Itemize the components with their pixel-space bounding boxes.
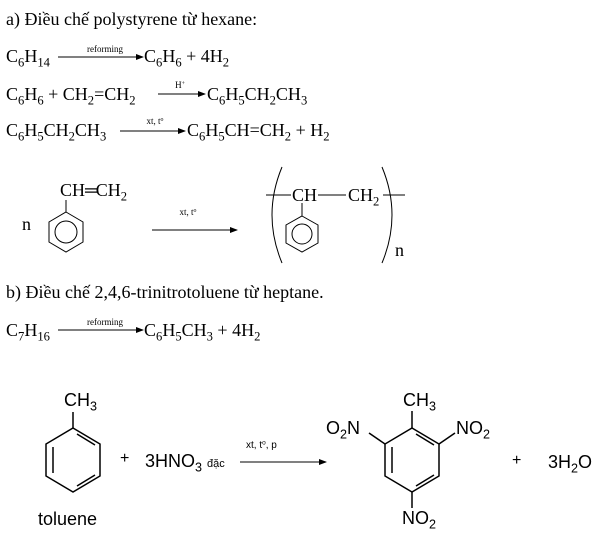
polymer-condition: xt, to — [179, 207, 197, 217]
eq-b1-condition: reforming — [87, 317, 123, 327]
eq-a3-condition: xt, to — [146, 116, 164, 126]
plus-sign-2: + — [512, 452, 522, 469]
eq-a2-reactants: C6H6 + CH2=CH2 — [6, 84, 136, 108]
tnt-benzene-ring — [368, 411, 456, 508]
tnt-no2-left: O2N — [326, 418, 361, 442]
toluene-ch3: CH3 — [64, 390, 98, 414]
part-b-heading: b) Điều chế 2,4,6-trinitrotoluene từ hep… — [6, 282, 324, 302]
eq-a2-condition: H+ — [175, 80, 185, 90]
polymer-unit-ch: CH — [292, 185, 318, 205]
styrene-benzene-ring — [48, 200, 84, 253]
eq-b1-reactant: C7H16 — [6, 320, 50, 344]
tnt-condition: xt, to, p — [246, 439, 277, 451]
tnt-no2-right: NO2 — [456, 418, 491, 442]
eq-a3-reactant: C6H5CH2CH3 — [6, 120, 107, 144]
eq-a2-product: C6H5CH2CH3 — [207, 84, 308, 108]
nitric-acid: 3HNO3 đặc — [145, 451, 225, 475]
eq-a1-products: C6H6 + 4H2 — [144, 46, 230, 70]
polymer-coefficient: n — [22, 214, 31, 234]
tnt-no2-bottom: NO2 — [402, 508, 437, 532]
polymer-subscript-n: n — [395, 240, 404, 260]
polymer-unit-ch2: CH2 — [348, 185, 380, 209]
toluene-name: toluene — [38, 509, 98, 529]
styrene-vinyl-group: CH═CH2 — [60, 180, 128, 204]
eq-b1-products: C6H5CH3 + 4H2 — [144, 320, 261, 344]
water: 3H2O — [548, 452, 593, 476]
polymer-repeat-unit — [266, 166, 405, 264]
part-a-heading: a) Điều chế polystyrene từ hexane: — [6, 9, 258, 29]
eq-a1-condition: reforming — [87, 44, 123, 54]
toluene-benzene-ring — [45, 412, 101, 493]
tnt-ch3: CH3 — [403, 390, 437, 414]
eq-a3-products: C6H5CH=CH2 + H2 — [187, 120, 330, 144]
eq-a1-reactant: C6H14 — [6, 46, 50, 70]
plus-sign-1: + — [120, 450, 130, 467]
